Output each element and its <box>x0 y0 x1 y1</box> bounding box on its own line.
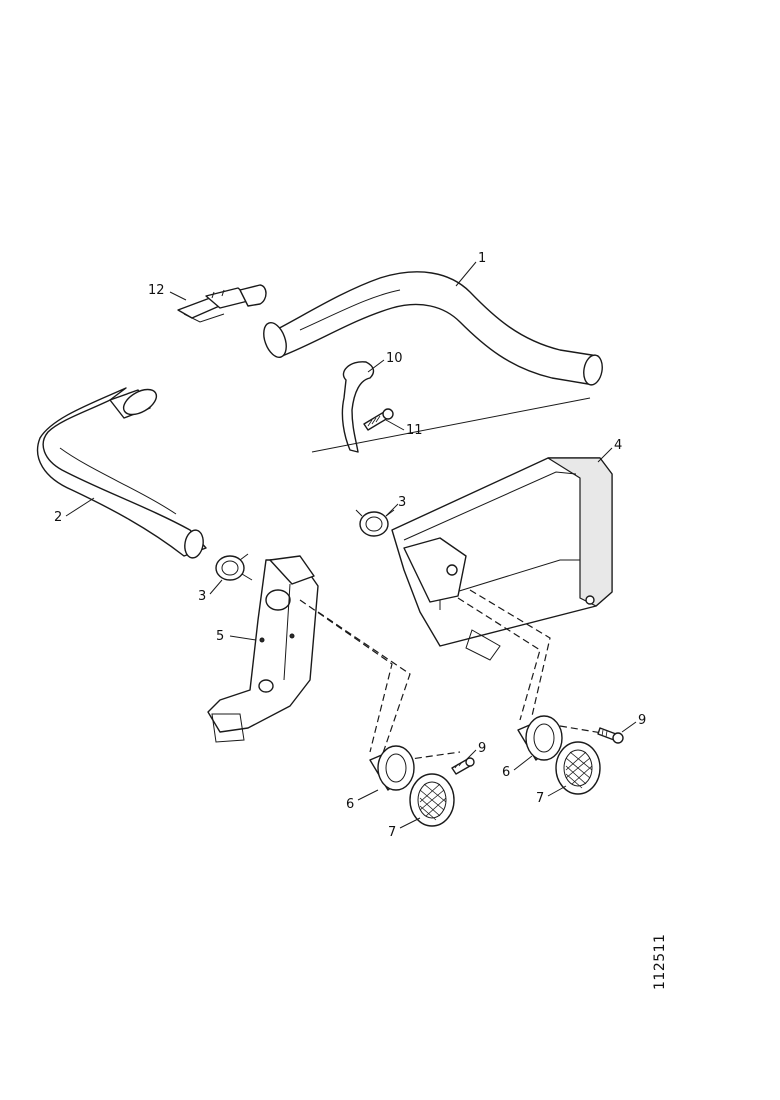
clip-part-12 <box>177 284 267 323</box>
callout-leaders <box>65 261 637 829</box>
callout-6-left: 6 <box>346 797 354 812</box>
callout-6-right: 6 <box>502 765 510 780</box>
nozzle-part-6-left <box>369 745 415 791</box>
callout-7-left: 7 <box>388 825 396 840</box>
callout-11: 11 <box>406 423 423 438</box>
callout-3-left: 3 <box>198 589 206 604</box>
hose-part-1 <box>263 271 603 386</box>
screw-part-9-right <box>597 727 624 744</box>
callout-7-right: 7 <box>536 791 544 806</box>
callout-3-right: 3 <box>398 495 406 510</box>
callout-10: 10 <box>386 351 403 366</box>
alignment-lines <box>299 589 609 761</box>
callout-4: 4 <box>614 438 622 453</box>
duct-housing-part-4 <box>391 457 613 661</box>
reference-code: 112511 <box>652 934 668 990</box>
callout-labels: 1 12 10 11 2 3 3 4 5 6 6 7 7 9 9 <box>54 251 646 840</box>
grille-part-7-left <box>409 773 455 827</box>
screw-part-11 <box>363 408 394 431</box>
callout-12: 12 <box>148 283 165 298</box>
callout-9-right: 9 <box>638 713 646 728</box>
hose-part-2 <box>36 387 207 559</box>
callout-5: 5 <box>216 629 224 644</box>
callout-2: 2 <box>54 510 62 525</box>
bracket-part-5 <box>207 555 319 743</box>
screw-part-9-left <box>451 757 475 775</box>
nozzle-part-6-right <box>517 715 563 761</box>
clamp-part-3-left <box>215 553 253 581</box>
callout-9-left: 9 <box>478 741 486 756</box>
grille-part-7-right <box>555 741 601 795</box>
hook-part-10 <box>311 361 591 453</box>
callout-1: 1 <box>478 251 486 266</box>
